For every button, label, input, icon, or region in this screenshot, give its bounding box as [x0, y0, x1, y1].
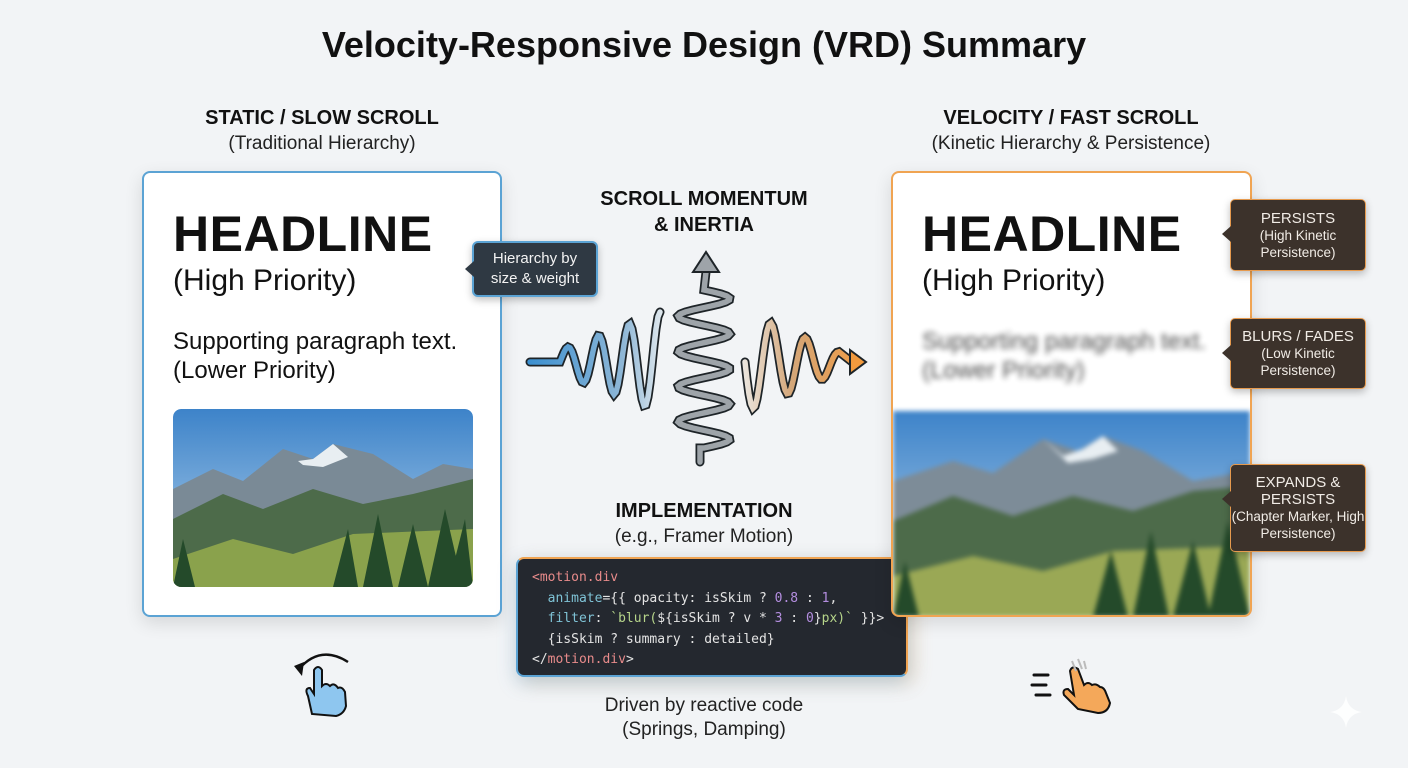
static-content-card: HEADLINE (High Priority) Supporting para… — [142, 171, 502, 617]
tooltip-line: Hierarchy by — [492, 250, 578, 267]
callout-detail: (High Kinetic Persistence) — [1259, 227, 1337, 260]
code-token: px)` — [821, 611, 853, 626]
code-token: `blur( — [610, 611, 658, 626]
driven-by-caption: Driven by reactive code (Springs, Dampin… — [554, 694, 854, 742]
code-token: ${isSkim ? v * — [657, 611, 775, 626]
callout-persists: PERSISTS (High Kinetic Persistence) — [1222, 199, 1366, 271]
code-token: {isSkim ? summary : detailed} — [547, 631, 775, 647]
code-snippet: <motion.div animate={{ opacity: isSkim ?… — [516, 557, 908, 677]
callout-title: PERSISTS — [1260, 209, 1336, 227]
code-token: 3 — [774, 611, 783, 626]
callout-expands-persists: EXPANDS & PERSISTS (Chapter Marker, High… — [1222, 464, 1366, 552]
headline: HEADLINE — [173, 206, 433, 262]
implementation-subheading: (e.g., Framer Motion) — [614, 526, 794, 547]
velocity-heading: VELOCITY / FAST SCROLL — [943, 107, 1199, 129]
headline: HEADLINE — [922, 206, 1182, 262]
code-token: : — [782, 611, 806, 626]
callout-title: BLURS / FADES — [1242, 328, 1354, 345]
momentum-line: & INERTIA — [654, 214, 754, 236]
caption-line: (Springs, Damping) — [622, 719, 786, 740]
code-token: }}> — [852, 611, 885, 626]
caption-line: Driven by reactive code — [604, 695, 804, 716]
mountain-image — [173, 409, 473, 587]
code-token: </ — [532, 652, 548, 667]
code-token: ={{ opacity: isSkim ? — [602, 590, 775, 606]
supporting-line: (Lower Priority) — [922, 357, 1085, 384]
callout-blurs-fades: BLURS / FADES (Low Kinetic Persistence) — [1222, 318, 1366, 389]
supporting-line: Supporting paragraph text. — [173, 328, 458, 355]
code-token: } — [813, 611, 822, 626]
code-token: 1 — [821, 590, 830, 606]
callout-detail: (Chapter Marker, High Persistence) — [1231, 509, 1365, 541]
momentum-line: SCROLL MOMENTUM — [600, 188, 808, 210]
static-heading: STATIC / SLOW SCROLL — [205, 107, 439, 129]
blurred-supporting-text: Supporting paragraph text. (Lower Priori… — [922, 327, 1206, 385]
priority-label: (High Priority) — [173, 264, 357, 297]
code-token: : — [798, 590, 822, 606]
supporting-line: (Lower Priority) — [173, 357, 336, 384]
implementation-heading: IMPLEMENTATION — [615, 500, 793, 522]
code-token: motion.div — [547, 652, 626, 667]
momentum-heading: SCROLL MOMENTUM & INERTIA — [554, 186, 854, 238]
sparkle-icon — [1330, 696, 1362, 728]
priority-label: (High Priority) — [922, 264, 1106, 297]
wave-left-segment — [527, 309, 663, 410]
code-token: , — [829, 590, 838, 606]
hierarchy-tooltip: Hierarchy by size & weight — [465, 241, 598, 297]
velocity-content-card: HEADLINE (High Priority) Supporting para… — [891, 171, 1252, 617]
supporting-line: Supporting paragraph text. — [922, 328, 1207, 355]
callout-title: EXPANDS & PERSISTS — [1255, 474, 1341, 508]
wave-right-segment — [742, 318, 855, 413]
code-token: 0.8 — [774, 590, 799, 606]
slow-swipe-hand-icon — [294, 653, 349, 718]
code-token: 0 — [805, 611, 814, 626]
callout-detail: (Low Kinetic Persistence) — [1260, 346, 1336, 378]
blurred-mountain-image — [893, 411, 1250, 615]
wave-vertical-segment — [674, 269, 734, 465]
code-token: > — [625, 652, 634, 667]
code-token: animate — [547, 590, 603, 606]
static-subheading: (Traditional Hierarchy) — [228, 133, 416, 154]
code-token: : — [594, 611, 611, 626]
supporting-text: Supporting paragraph text. (Lower Priori… — [173, 327, 457, 385]
tooltip-line: size & weight — [490, 270, 580, 287]
fast-swipe-hand-icon — [1030, 658, 1112, 715]
velocity-subheading: (Kinetic Hierarchy & Persistence) — [931, 133, 1211, 154]
page-title: Velocity-Responsive Design (VRD) Summary — [321, 24, 1087, 65]
wave-right-arrowhead — [849, 348, 868, 376]
wave-up-arrowhead — [691, 250, 721, 273]
code-token: <motion.div — [532, 570, 619, 585]
code-token: filter — [547, 611, 595, 626]
